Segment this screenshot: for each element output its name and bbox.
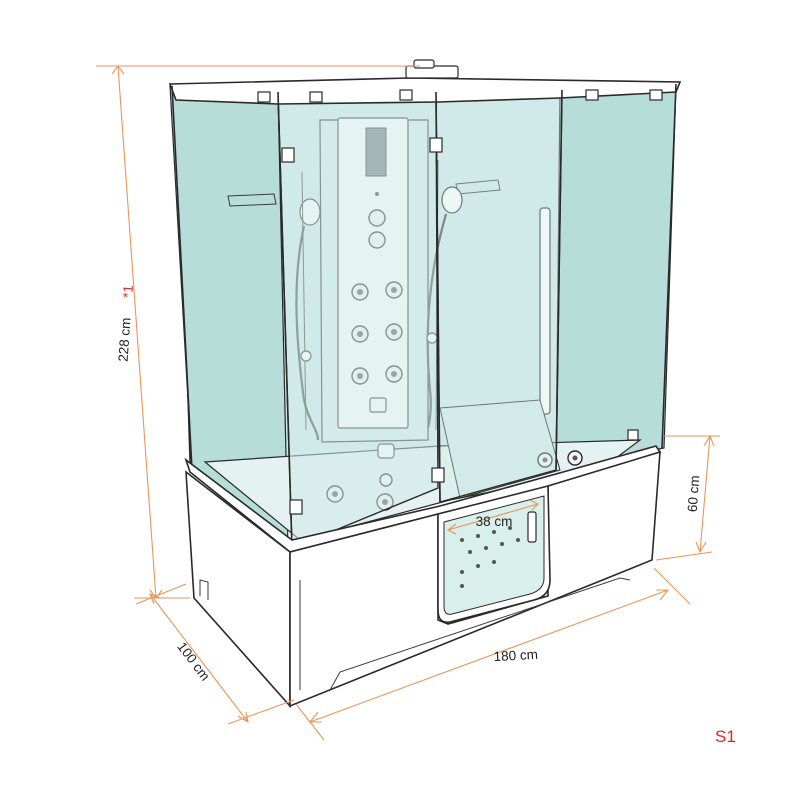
left-shelf — [227, 193, 277, 207]
door-width-dimension: 38 cm — [446, 499, 539, 535]
walk-in-door — [437, 484, 551, 624]
glass-clips — [257, 89, 663, 515]
width-label: 180 cm — [493, 647, 538, 664]
height-note-marker: *1 — [120, 284, 136, 298]
height-dimension: 228 cm *1 — [96, 65, 420, 599]
top-frame — [168, 59, 682, 105]
height-label: 228 cm — [116, 317, 134, 362]
figure-code: S1 — [715, 727, 736, 746]
tub-height-label: 60 cm — [685, 475, 703, 513]
front-glass-door — [435, 89, 563, 503]
door-width-label: 38 cm — [476, 514, 513, 529]
door-handle — [539, 207, 551, 415]
front-glass-left — [277, 91, 439, 550]
depth-label: 100 cm — [174, 639, 213, 683]
right-side-glass — [555, 85, 677, 471]
width-dimension: 180 cm — [295, 567, 691, 741]
tub-height-dimension: 60 cm — [655, 434, 720, 561]
tub-backrest — [439, 399, 561, 499]
